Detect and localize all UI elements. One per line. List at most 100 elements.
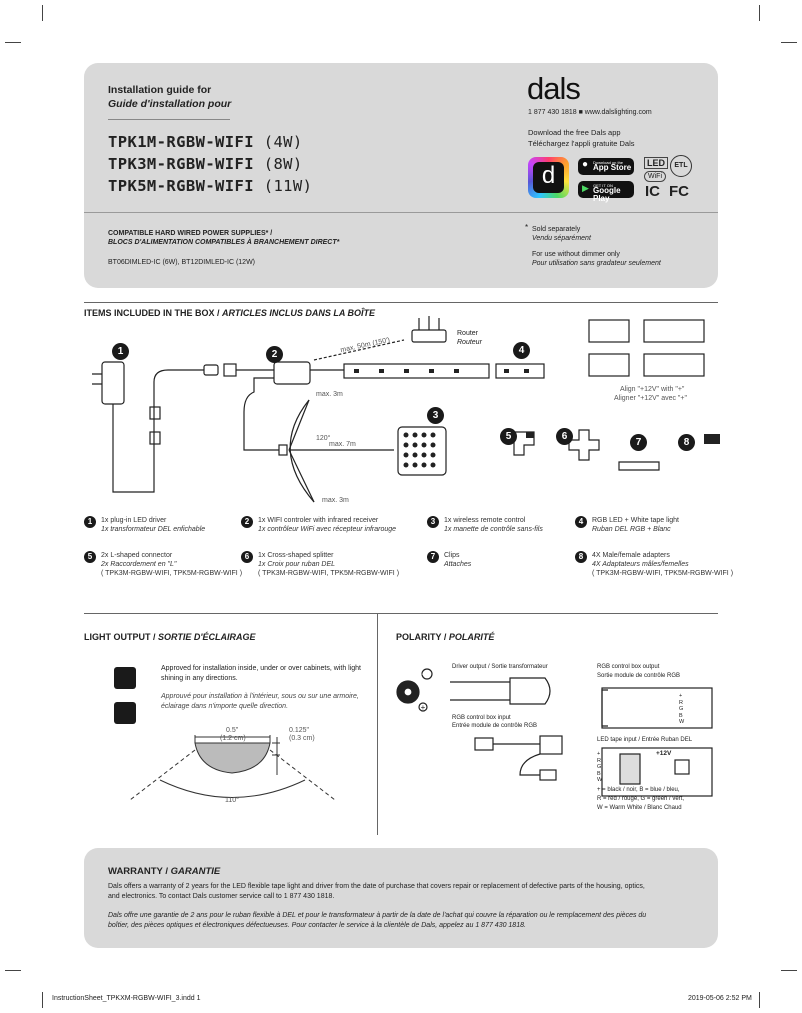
rgb-plug [539, 735, 563, 755]
male-female-adapter-icon [704, 434, 720, 444]
tape-profile [194, 742, 271, 774]
item-en: 1x plug-in LED driver [101, 517, 167, 524]
item-3-bullet: 3 [427, 516, 439, 528]
warranty-panel [84, 848, 718, 948]
inline-connector [149, 431, 161, 445]
item-extra: ( TPK3M-RGBW-WIFI, TPK5M-RGBW-WIFI ) [592, 570, 734, 577]
controller-box-icon [273, 361, 311, 385]
note1-fr: Vendu séparément [532, 235, 591, 242]
item-4-marker: 4 [513, 342, 530, 359]
router-icon [411, 329, 447, 343]
model-row: TPK5M-RGBW-WIFI (11W) [108, 175, 312, 197]
item-3-desc: 1x wireless remote control 1x manette de … [444, 516, 543, 534]
etl-cert-icon: ETL [670, 155, 692, 177]
light-output-title-en: LIGHT OUTPUT [84, 632, 151, 642]
item-en: 1x wireless remote control [444, 517, 526, 524]
model-row: TPK3M-RGBW-WIFI (8W) [108, 153, 312, 175]
driver-plug [509, 677, 551, 705]
ir-cable [243, 377, 279, 451]
crop-mark [5, 970, 21, 971]
remote-icon [397, 426, 447, 476]
ir-range-line [288, 399, 310, 451]
dals-app-icon[interactable]: d [528, 157, 569, 198]
max3-label: max. 3m [316, 391, 343, 398]
adapter-diagram [643, 319, 705, 343]
note1-en: Sold separately [532, 226, 581, 233]
cross-connector-icon [568, 429, 600, 461]
height-dim-cm: (0.3 cm) [289, 735, 315, 742]
model-row: TPK1M-RGBW-WIFI (4W) [108, 131, 312, 153]
item-3-marker: 3 [427, 407, 444, 424]
ic-cert-icon: IC [645, 183, 660, 200]
pin-label: + [597, 751, 601, 757]
model-name: TPK1M-RGBW-WIFI [108, 133, 254, 151]
wifi-range-line [313, 339, 405, 361]
download-fr: Téléchargez l'appli gratuite Dals [528, 139, 635, 148]
play-icon: ▶ [582, 183, 589, 193]
beam-arc [159, 779, 306, 798]
item-en: 2x L-shaped connector [101, 552, 173, 559]
warranty-text-en: Dals offers a warranty of 2 years for th… [108, 883, 645, 900]
polarity-diagram: − + [396, 668, 713, 797]
rgb-input-en: RGB control box input [452, 715, 511, 721]
asterisk: * [525, 223, 529, 232]
item-fr: 1x transformateur DEL enfichable [101, 526, 206, 533]
tape-end [495, 363, 545, 379]
title-en: Installation guide for [108, 84, 212, 96]
items-title-en: ITEMS INCLUDED IN THE BOX [84, 308, 215, 318]
width-dim-cm: (1.2 cm) [220, 735, 246, 742]
adapter-diagram [588, 353, 630, 377]
crop-mark [759, 992, 760, 1008]
item-6-marker: 6 [556, 428, 573, 445]
adapter-diagram [643, 353, 705, 377]
model-power: (8W) [263, 155, 303, 173]
svg-text:−: − [421, 669, 426, 679]
max7-label: max. 7m [329, 441, 356, 448]
badge-text: App Store [593, 163, 632, 172]
crop-mark [781, 970, 797, 971]
section-rule [84, 302, 718, 303]
header-panel [84, 63, 718, 288]
item-8-marker: 8 [678, 434, 695, 451]
inline-connector [149, 406, 161, 420]
compat-title-en: COMPATIBLE HARD WIRED POWER SUPPLIES* / [108, 230, 273, 237]
pin-list-output: + R G B W [679, 693, 684, 726]
google-play-badge[interactable]: ▶ GET IT ON Google Play [578, 181, 634, 203]
light-output-text-fr: Approuvé pour installation à l'intérieur… [161, 693, 359, 710]
polarity-title: POLARITY / POLARITÉ [396, 632, 495, 642]
contact-line: 1 877 430 1818 ■ www.dalslighting.com [528, 109, 652, 116]
item-1-bullet: 1 [84, 516, 96, 528]
item-extra: ( TPK3M-RGBW-WIFI, TPK5M-RGBW-WIFI ) [101, 570, 243, 577]
tape-segment [343, 363, 490, 379]
tape-input-label: LED tape input / Entrée Ruban DEL [597, 737, 693, 743]
item-5-bullet: 5 [84, 551, 96, 563]
tape-input-box [601, 747, 713, 797]
pin-label: R [679, 699, 683, 706]
model-power: (11W) [263, 177, 313, 195]
item-extra: ( TPK3M-RGBW-WIFI, TPK5M-RGBW-WIFI ) [258, 570, 400, 577]
max3-label: max. 3m [322, 497, 349, 504]
rgb-output-fr: Sortie module de contrôle RGB [597, 673, 681, 679]
item-2-marker: 2 [266, 346, 283, 363]
led-cert-icon: LED [644, 157, 668, 169]
item-1-desc: 1x plug-in LED driver 1x transformateur D… [101, 516, 205, 534]
width-dim: 0.5" [226, 727, 239, 734]
title-rule [108, 119, 230, 120]
item-en: 1x Cross-shaped splitter [258, 552, 334, 559]
column-divider [377, 613, 378, 835]
item-fr: 1x Croix pour ruban DEL [258, 561, 336, 568]
ir-arc [289, 399, 315, 503]
crop-mark [759, 5, 760, 21]
item-fr: 1x manette de contrôle sans-fils [444, 526, 543, 533]
driver-cable-2 [153, 369, 204, 457]
driver-cable [450, 681, 510, 701]
router-label-en: Router [457, 330, 479, 337]
item-fr: 4X Adaptateurs mâles/femelles [592, 561, 689, 568]
dals-logo: dals [527, 71, 581, 106]
app-store-badge[interactable]: ● Download on the App Store [578, 158, 634, 175]
pin-label: W [679, 719, 685, 725]
item-4-bullet: 4 [575, 516, 587, 528]
